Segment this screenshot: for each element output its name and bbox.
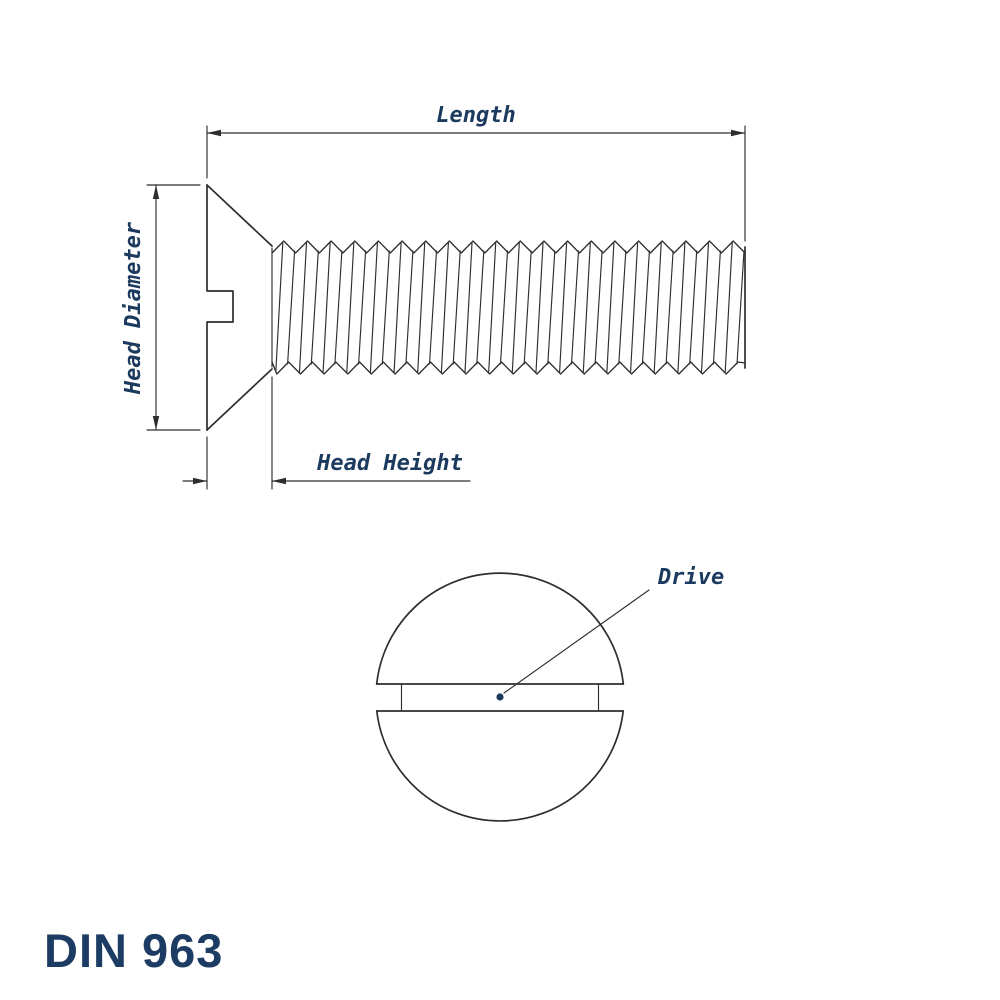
drive-leader-line	[503, 589, 650, 694]
head-height-arrow-left	[193, 477, 207, 485]
screw-outline	[206, 184, 746, 431]
standard-title: DIN 963	[44, 924, 223, 977]
head-diameter-label: Head Diameter	[121, 221, 146, 395]
head-diameter-arrow-bottom	[152, 416, 160, 430]
head-cone-top-edge	[206, 184, 273, 247]
thread-pattern	[271, 240, 746, 375]
drive-label: Drive	[657, 565, 724, 590]
head-diameter-dimension: Head Diameter	[121, 184, 201, 431]
head-cone-bottom-edge	[206, 368, 273, 431]
head-height-arrow-right	[272, 477, 286, 485]
head-height-dimension: Head Height	[182, 376, 471, 490]
head-circle-bottom-arc	[375, 710, 625, 822]
head-diameter-arrow-top	[152, 185, 160, 199]
head-height-label: Head Height	[316, 451, 463, 476]
thread-crest-top	[271, 240, 746, 254]
length-dimension: Length	[206, 103, 746, 242]
head-profile-with-slot	[206, 184, 234, 431]
side-view: Length Head Diameter Head Height	[121, 103, 746, 490]
front-view: Drive	[375, 565, 724, 822]
thread-flank-lines	[275, 242, 745, 373]
thread-crest-bottom	[271, 361, 746, 375]
drive-annotation: Drive	[496, 565, 724, 701]
length-label: Length	[436, 103, 515, 128]
drive-point-marker	[496, 693, 504, 701]
length-arrow-right	[731, 129, 745, 137]
head-circle-top-arc	[375, 572, 625, 685]
length-arrow-left	[207, 129, 221, 137]
